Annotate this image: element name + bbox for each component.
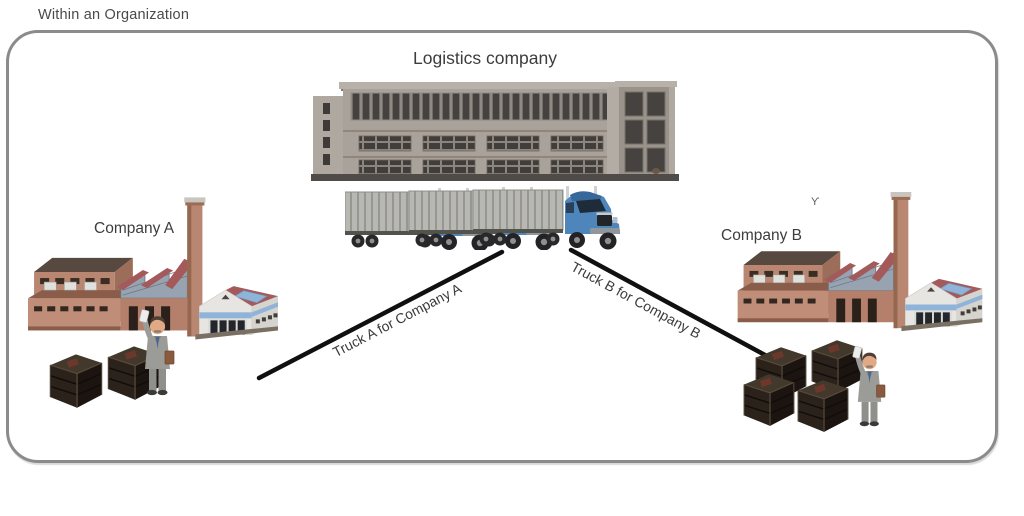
crate-icon bbox=[743, 373, 795, 427]
truck-b-connection-line bbox=[568, 247, 768, 358]
organization-boundary-frame bbox=[6, 30, 998, 463]
crate-icon bbox=[797, 379, 849, 433]
page-title: Within an Organization bbox=[38, 7, 190, 23]
company-b-worker-figure bbox=[850, 342, 890, 428]
company-b-mark: ϒ bbox=[811, 196, 820, 208]
logistics-building-illustration bbox=[311, 81, 679, 181]
truck-a-connection-line bbox=[256, 249, 505, 381]
company-b-factory-illustration bbox=[737, 192, 983, 332]
company-b-label: Company B bbox=[721, 227, 802, 244]
company-a-worker-figure bbox=[137, 305, 179, 397]
logistics-company-label: Logistics company bbox=[413, 48, 557, 68]
company-a-label: Company A bbox=[94, 220, 175, 237]
trucks-illustration bbox=[345, 185, 621, 250]
crate-icon bbox=[49, 353, 103, 409]
